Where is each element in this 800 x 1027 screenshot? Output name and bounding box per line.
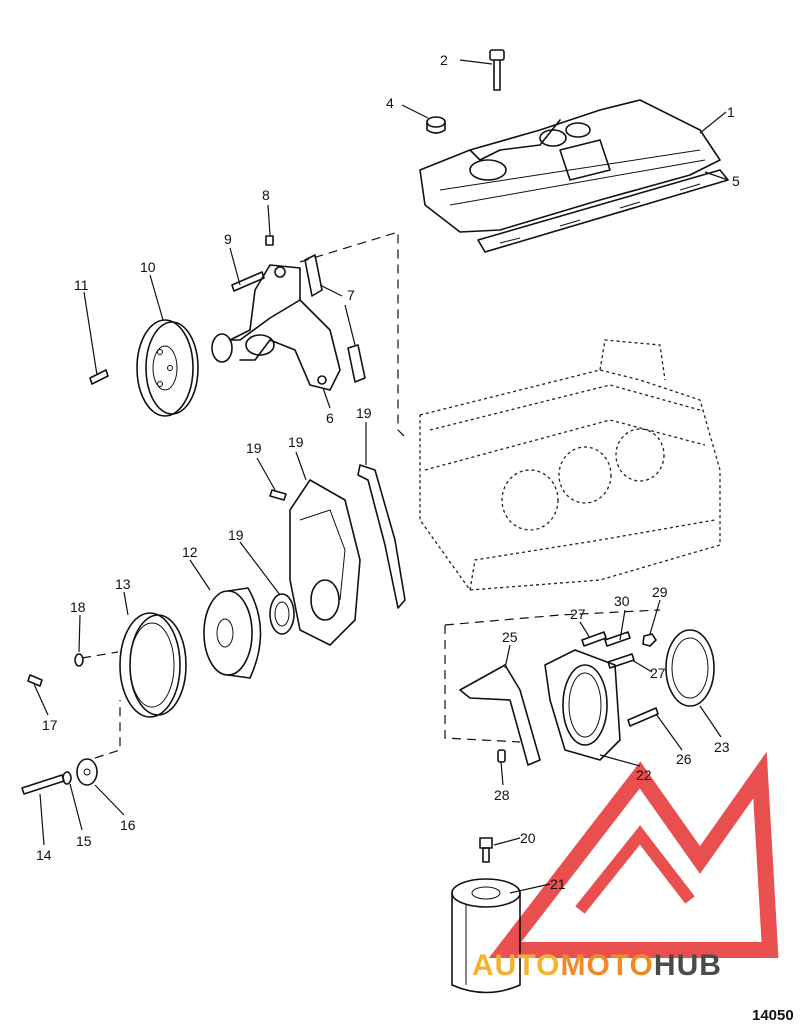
bolt-icon	[489, 49, 505, 91]
alignment-lines	[81, 231, 661, 759]
watermark-part-b: MOTO	[560, 949, 653, 982]
pump-gasket-lower	[347, 344, 366, 383]
callout-7: 7	[347, 287, 355, 303]
engine-block	[419, 339, 721, 591]
crank-pulley	[136, 319, 199, 417]
oil-filter-fitting-icon	[479, 837, 493, 863]
callout-30: 30	[614, 593, 630, 609]
seal-retainer-gasket	[459, 664, 541, 766]
pump-gasket-upper	[304, 254, 323, 297]
callout-14: 14	[36, 847, 52, 863]
watermark-part-c: HUB	[654, 949, 722, 982]
callout-4: 4	[386, 95, 394, 111]
washer-icon	[74, 653, 84, 667]
bolt-icon	[21, 774, 65, 795]
callout-18: 18	[70, 599, 86, 615]
rear-main-seal	[665, 629, 715, 707]
callout-16: 16	[120, 817, 136, 833]
callout-19-seal: 19	[228, 527, 244, 543]
figure-number: 14050	[752, 1007, 794, 1024]
callout-27-lower: 27	[650, 665, 666, 681]
callout-22: 22	[636, 767, 652, 783]
bolt-icon	[607, 653, 635, 669]
callout-19-bolt: 19	[246, 440, 262, 456]
callout-5: 5	[732, 173, 740, 189]
bolt-icon	[269, 489, 287, 501]
manifold-gasket	[477, 169, 729, 253]
callout-17: 17	[42, 717, 58, 733]
callout-6: 6	[326, 410, 334, 426]
callout-23: 23	[714, 739, 730, 755]
bolt-icon	[604, 631, 631, 647]
callout-19-gasket: 19	[356, 405, 372, 421]
oil-filter	[451, 878, 521, 994]
leader-lines	[33, 59, 729, 894]
bolt-icon	[581, 631, 607, 647]
watermark-logo-icon	[488, 751, 779, 958]
callout-1: 1	[727, 104, 735, 120]
bolt-icon	[89, 369, 109, 385]
grommet-icon	[426, 116, 446, 134]
timing-cover-gasket	[357, 464, 406, 609]
watermark-part-a: AUTO	[472, 949, 560, 982]
bolt-icon	[27, 674, 43, 687]
bolt-icon	[231, 271, 265, 292]
callout-labels: 1 2 4 5 6 7 8 9 10 11 12 13 14 15 16 17 …	[36, 52, 740, 892]
stud-icon	[265, 235, 274, 246]
callout-11: 11	[74, 277, 89, 293]
watermark-text: AUTOMOTOHUB	[472, 949, 722, 982]
callout-10: 10	[140, 259, 156, 275]
callout-28: 28	[494, 787, 510, 803]
callout-19-cover: 19	[288, 434, 304, 450]
drive-pulley	[119, 612, 187, 718]
callout-26: 26	[676, 751, 692, 767]
callout-21: 21	[550, 876, 566, 892]
harmonic-balancer	[203, 587, 262, 679]
washer-icon	[76, 758, 98, 786]
timing-cover	[289, 479, 361, 646]
callout-8: 8	[262, 187, 270, 203]
callout-12: 12	[182, 544, 198, 560]
intake-manifold	[419, 99, 721, 233]
dowel-pin-icon	[497, 749, 506, 763]
oil-seal	[269, 593, 295, 635]
callout-29: 29	[652, 584, 668, 600]
callout-2: 2	[440, 52, 448, 68]
nut-icon	[642, 633, 657, 647]
callout-20: 20	[520, 830, 536, 846]
callout-13: 13	[115, 576, 131, 592]
seal-retainer	[544, 649, 621, 761]
callout-27-upper: 27	[570, 606, 586, 622]
water-pump	[211, 264, 341, 391]
callout-9: 9	[224, 231, 232, 247]
bolt-icon	[627, 707, 659, 727]
callout-15: 15	[76, 833, 92, 849]
lockwasher-icon	[62, 771, 72, 785]
callout-25: 25	[502, 629, 518, 645]
